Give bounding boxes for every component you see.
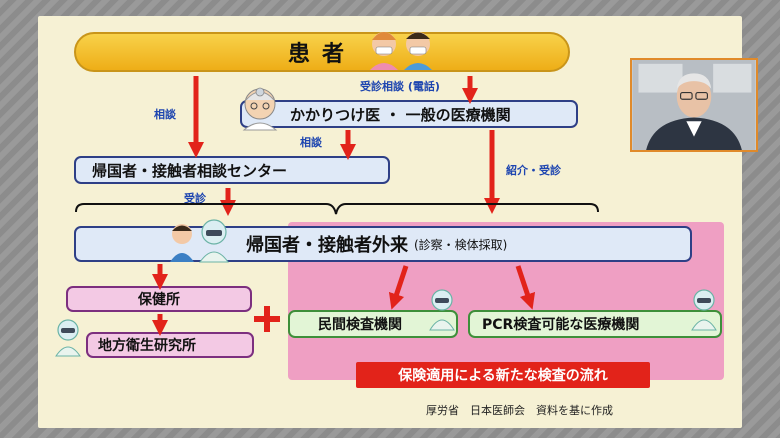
consult-left-label: 相談 (154, 108, 176, 121)
plus-icon (254, 306, 280, 332)
consult-phone-label: 受診相談 (電話) (360, 80, 440, 93)
source-credit: 厚労省 日本医師会 資料を基に作成 (426, 404, 613, 417)
family-doctor-label: かかりつけ医 ・ 一般の医療機関 (290, 105, 511, 124)
visit-label: 受診 (184, 192, 206, 205)
patient-box: 患者 (74, 32, 570, 72)
outpatient-sub-label: (診察・検体採取) (414, 237, 508, 252)
regional-lab-label: 地方衛生研究所 (98, 338, 196, 354)
outpatient-box: 帰国者・接触者外来 (診察・検体採取) (74, 226, 692, 262)
outpatient-label: 帰国者・接触者外来 (246, 235, 408, 256)
private-lab-label: 民間検査機関 (318, 317, 402, 333)
private-lab-box: 民間検査機関 (288, 310, 458, 338)
health-center-label: 保健所 (138, 292, 180, 308)
patient-label: 患者 (287, 42, 356, 67)
health-center-box: 保健所 (66, 286, 252, 312)
pcr-institution-label: PCR検査可能な医療機関 (482, 317, 640, 333)
new-flow-caption: 保険適用による新たな検査の流れ (356, 362, 650, 388)
speaker-portrait-icon (632, 60, 756, 150)
pcr-institution-box: PCR検査可能な医療機関 (468, 310, 722, 338)
family-doctor-box: かかりつけ医 ・ 一般の医療機関 (240, 100, 578, 128)
speaker-video-inset (630, 58, 758, 152)
referral-label: 紹介・受診 (506, 164, 561, 177)
consultation-center-box: 帰国者・接触者相談センター (74, 156, 390, 184)
regional-lab-box: 地方衛生研究所 (86, 332, 254, 358)
new-flow-caption-text: 保険適用による新たな検査の流れ (398, 368, 608, 384)
consultation-center-label: 帰国者・接触者相談センター (92, 161, 288, 180)
consult-mid-label: 相談 (300, 136, 322, 149)
